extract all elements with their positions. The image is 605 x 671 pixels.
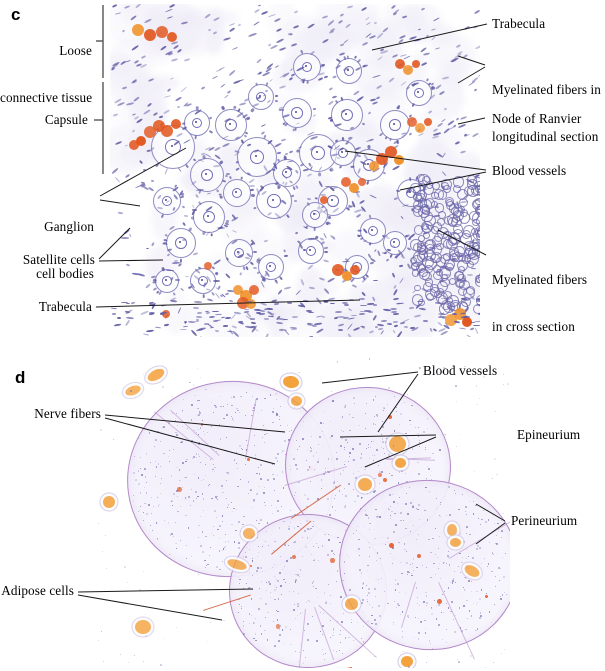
label-myelinated-longitudinal-line2: longitudinal section — [492, 128, 599, 144]
panel-letter-d: d — [15, 368, 26, 387]
label-trabecula-right: Trabecula — [492, 16, 546, 31]
adipose-cell — [447, 524, 457, 536]
adipose-cell — [395, 458, 406, 468]
label-loose-connective-tissue-line2: connective tissue — [0, 89, 93, 105]
adipose-cell — [243, 528, 255, 539]
adipose-cell — [401, 656, 413, 667]
label-myelinated-fibers-cross: Myelinated fibers in cross section — [492, 241, 587, 366]
label-myelinated-fibers-longitudinal: Myelinated fibers in longitudinal sectio… — [492, 51, 601, 176]
adipose-cell — [389, 436, 406, 452]
adipose-cell — [282, 374, 300, 390]
label-loose-connective-tissue-line1: Loose — [59, 43, 92, 59]
label-nerve-fibers: Nerve fibers — [34, 406, 101, 421]
adipose-cell — [123, 383, 143, 398]
panel-d-tissue-background — [95, 358, 510, 668]
label-loose-connective-tissue: Loose connective tissue — [0, 12, 92, 137]
label-myelinated-cross-line1: Myelinated fibers — [492, 272, 588, 288]
panel-c-tissue-background — [110, 4, 480, 337]
adipose-cell — [345, 598, 358, 610]
label-myelinated-cross-line2: in cross section — [492, 318, 575, 334]
label-node-of-ranvier: Node of Ranvier — [492, 111, 582, 126]
label-satellite-cells: Satellite cells — [22, 252, 95, 267]
adipose-cell — [145, 366, 167, 384]
adipose-cell — [450, 538, 461, 547]
label-adipose-cells: Adipose cells — [1, 583, 74, 598]
label-trabecula-left: Trabecula — [38, 299, 92, 314]
label-capsule: Capsule — [44, 112, 88, 127]
panel-c-micrograph — [110, 4, 480, 337]
label-blood-vessels-d: Blood vessels — [423, 363, 498, 378]
label-perineurium: Perineurium — [511, 513, 578, 528]
adipose-cell — [135, 620, 151, 634]
label-blood-vessels-c: Blood vessels — [492, 163, 567, 178]
label-myelinated-longitudinal-line1: Myelinated fibers in — [492, 82, 601, 98]
adipose-cell — [103, 496, 115, 508]
panel-letter-c: c — [11, 5, 21, 24]
label-epineurium: Epineurium — [517, 427, 581, 442]
label-ganglion-cell-bodies-line1: Ganglion — [44, 219, 94, 235]
label-ganglion-cell-bodies: Ganglion cell bodies — [0, 188, 94, 313]
adipose-cell — [291, 396, 302, 406]
adipose-cell — [358, 478, 372, 491]
label-ganglion-cell-bodies-line2: cell bodies — [36, 265, 94, 281]
panel-d-micrograph — [95, 358, 510, 668]
